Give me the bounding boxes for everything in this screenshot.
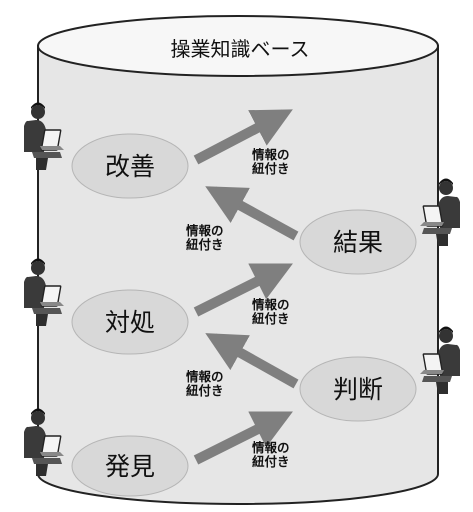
node-kaizen-label: 改善 xyxy=(105,152,155,181)
link-label-4-line1: 情報の xyxy=(186,369,224,384)
link-label-3: 情報の 紐付き xyxy=(252,297,290,326)
link-label-3-line1: 情報の xyxy=(252,297,290,312)
node-handan-ellipse xyxy=(299,356,417,422)
link-label-1-line1: 情報の xyxy=(252,147,290,162)
link-label-5-line1: 情報の xyxy=(252,440,290,455)
arrows xyxy=(193,109,299,465)
arrow-kaizen-up xyxy=(193,109,293,165)
link-label-2: 情報の 紐付き xyxy=(186,223,224,252)
node-hakken-ellipse xyxy=(71,435,189,497)
node-taisho-label: 対処 xyxy=(105,308,155,337)
diagram-title: 操業知識ベース xyxy=(171,37,310,61)
node-taisho-ellipse xyxy=(71,289,189,355)
node-taisho: 対処 xyxy=(71,289,189,355)
node-hakken-label: 発見 xyxy=(105,452,155,481)
cylinder-top xyxy=(37,15,439,77)
node-kaizen: 改善 xyxy=(71,133,189,199)
node-kekka-ellipse xyxy=(299,209,417,275)
link-label-4: 情報の 紐付き xyxy=(186,369,224,398)
link-label-4-line2: 紐付き xyxy=(186,383,224,398)
arrow-kekka-to-kaizen xyxy=(205,186,299,241)
link-label-5: 情報の 紐付き xyxy=(252,440,290,469)
node-kekka-label: 結果 xyxy=(333,228,383,257)
node-kekka: 結果 xyxy=(299,209,417,275)
arrow-hakken-to-handan xyxy=(193,411,293,465)
link-label-3-line2: 紐付き xyxy=(252,311,290,326)
node-kaizen-ellipse xyxy=(71,133,189,199)
node-handan: 判断 xyxy=(299,356,417,422)
node-hakken: 発見 xyxy=(71,435,189,497)
link-label-2-line2: 紐付き xyxy=(186,237,224,252)
link-label-1: 情報の 紐付き xyxy=(252,147,290,176)
link-label-2-line1: 情報の xyxy=(186,223,224,238)
link-label-5-line2: 紐付き xyxy=(252,454,290,469)
arrow-taisho-to-kekka xyxy=(193,263,293,317)
node-handan-label: 判断 xyxy=(333,375,383,404)
link-label-1-line2: 紐付き xyxy=(252,161,290,176)
arrow-handan-to-taisho xyxy=(205,333,299,389)
